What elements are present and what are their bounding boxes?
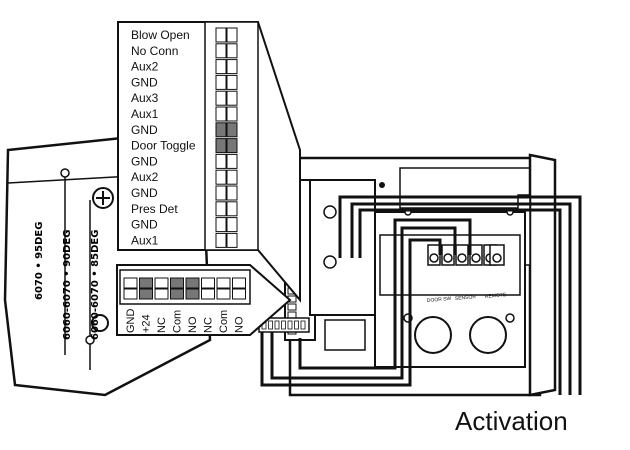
upper-terminal-slot — [226, 138, 238, 154]
lower-terminal-slot — [170, 288, 184, 300]
lower-terminal-slot — [139, 277, 153, 289]
upper-terminal-slot — [215, 59, 227, 75]
upper-terminal-slot — [226, 185, 238, 201]
upper-terminal-label: Aux1 — [131, 107, 159, 121]
side-label-85deg: 6060-6070 • 85DEG — [90, 230, 101, 340]
upper-terminal-slot — [215, 185, 227, 201]
upper-terminal-label: GND — [131, 154, 158, 168]
upper-terminal-label: GND — [131, 186, 158, 200]
upper-terminal-label: No Conn — [131, 44, 178, 58]
upper-terminal-slot — [215, 232, 227, 248]
upper-terminal-slot — [215, 43, 227, 59]
upper-terminal-slot — [215, 106, 227, 122]
knockout-right-icon — [469, 316, 507, 354]
lower-terminal-label: GND — [125, 309, 137, 334]
side-label-95deg: 6070 • 95DEG — [34, 222, 45, 300]
lower-terminal-slot — [201, 277, 215, 289]
upper-terminal-slot — [226, 201, 238, 217]
lower-terminal-label: NO — [187, 316, 199, 333]
upper-terminal-label: Aux2 — [131, 60, 159, 74]
upper-terminal-slot — [215, 74, 227, 90]
upper-terminal-slot — [226, 122, 238, 138]
upper-terminal-label: Aux3 — [131, 91, 159, 105]
upper-terminal-slot — [226, 169, 238, 185]
upper-terminal-slot — [226, 90, 238, 106]
lower-terminal-slot — [216, 288, 231, 300]
upper-terminal-label: Aux1 — [131, 233, 159, 247]
module-labels: DOOR SW SENSOR REMOTE — [427, 292, 507, 304]
screw-terminal-block — [427, 244, 505, 266]
upper-terminal-slot — [226, 232, 238, 248]
upper-terminal-slot — [215, 169, 227, 185]
plate-screw-icon — [92, 187, 114, 209]
lower-terminal-slot — [216, 277, 231, 289]
lower-terminal-label: +24 — [141, 314, 153, 333]
module-label-sensor: SENSOR — [455, 294, 477, 302]
upper-terminal-slot — [226, 59, 238, 75]
upper-terminal-slot — [226, 153, 238, 169]
knockout-left-icon — [414, 316, 452, 354]
upper-terminal-slot — [215, 153, 227, 169]
lower-terminal-slot — [232, 288, 246, 300]
lower-terminal-label: NO — [234, 316, 246, 333]
upper-terminal-slot — [226, 27, 238, 43]
module-label-door-sw: DOOR SW — [427, 296, 452, 304]
side-label-90deg: 6060-6070 • 90DEG — [62, 230, 73, 340]
lower-terminal-slot — [123, 288, 138, 300]
lower-terminal-label: Com — [172, 310, 184, 333]
lower-terminal-slot — [201, 288, 215, 300]
upper-terminal-slot — [215, 138, 227, 154]
activation-callout-label: Activation — [455, 406, 568, 436]
upper-terminal-slot — [226, 106, 238, 122]
upper-terminal-slot — [226, 74, 238, 90]
lower-terminal-slot — [170, 277, 184, 289]
lower-terminal-label: NC — [203, 317, 215, 333]
upper-terminal-slot — [215, 122, 227, 138]
upper-terminal-slot — [215, 90, 227, 106]
lower-terminal-slot — [139, 288, 153, 300]
upper-terminal-slot — [215, 217, 227, 233]
plate-hole-icon — [91, 314, 109, 332]
lower-terminal-slot — [154, 277, 169, 289]
upper-terminal-slot — [215, 201, 227, 217]
lower-terminal-label: Com — [218, 310, 230, 333]
lower-terminal-slot — [185, 288, 200, 300]
upper-terminal-label: GND — [131, 218, 158, 232]
lower-terminal-slot — [154, 288, 169, 300]
upper-terminal-label: Pres Det — [131, 202, 178, 216]
upper-terminal-label: GND — [131, 75, 158, 89]
upper-terminal-slot — [226, 43, 238, 59]
module-label-remote: REMOTE — [485, 292, 507, 300]
upper-terminal-label: Blow Open — [131, 28, 190, 42]
lower-terminal-slot — [232, 277, 246, 289]
upper-terminal-label: Door Toggle — [131, 139, 196, 153]
upper-terminal-slot — [226, 217, 238, 233]
lower-terminal-slot — [123, 277, 138, 289]
lower-terminal-slot — [185, 277, 200, 289]
lower-terminal-label: NC — [156, 317, 168, 333]
upper-terminal-slot — [215, 27, 227, 43]
upper-terminal-label: Aux2 — [131, 170, 159, 184]
activation-module: DOOR SW SENSOR REMOTE — [374, 208, 526, 368]
upper-terminal-label: GND — [131, 123, 158, 137]
